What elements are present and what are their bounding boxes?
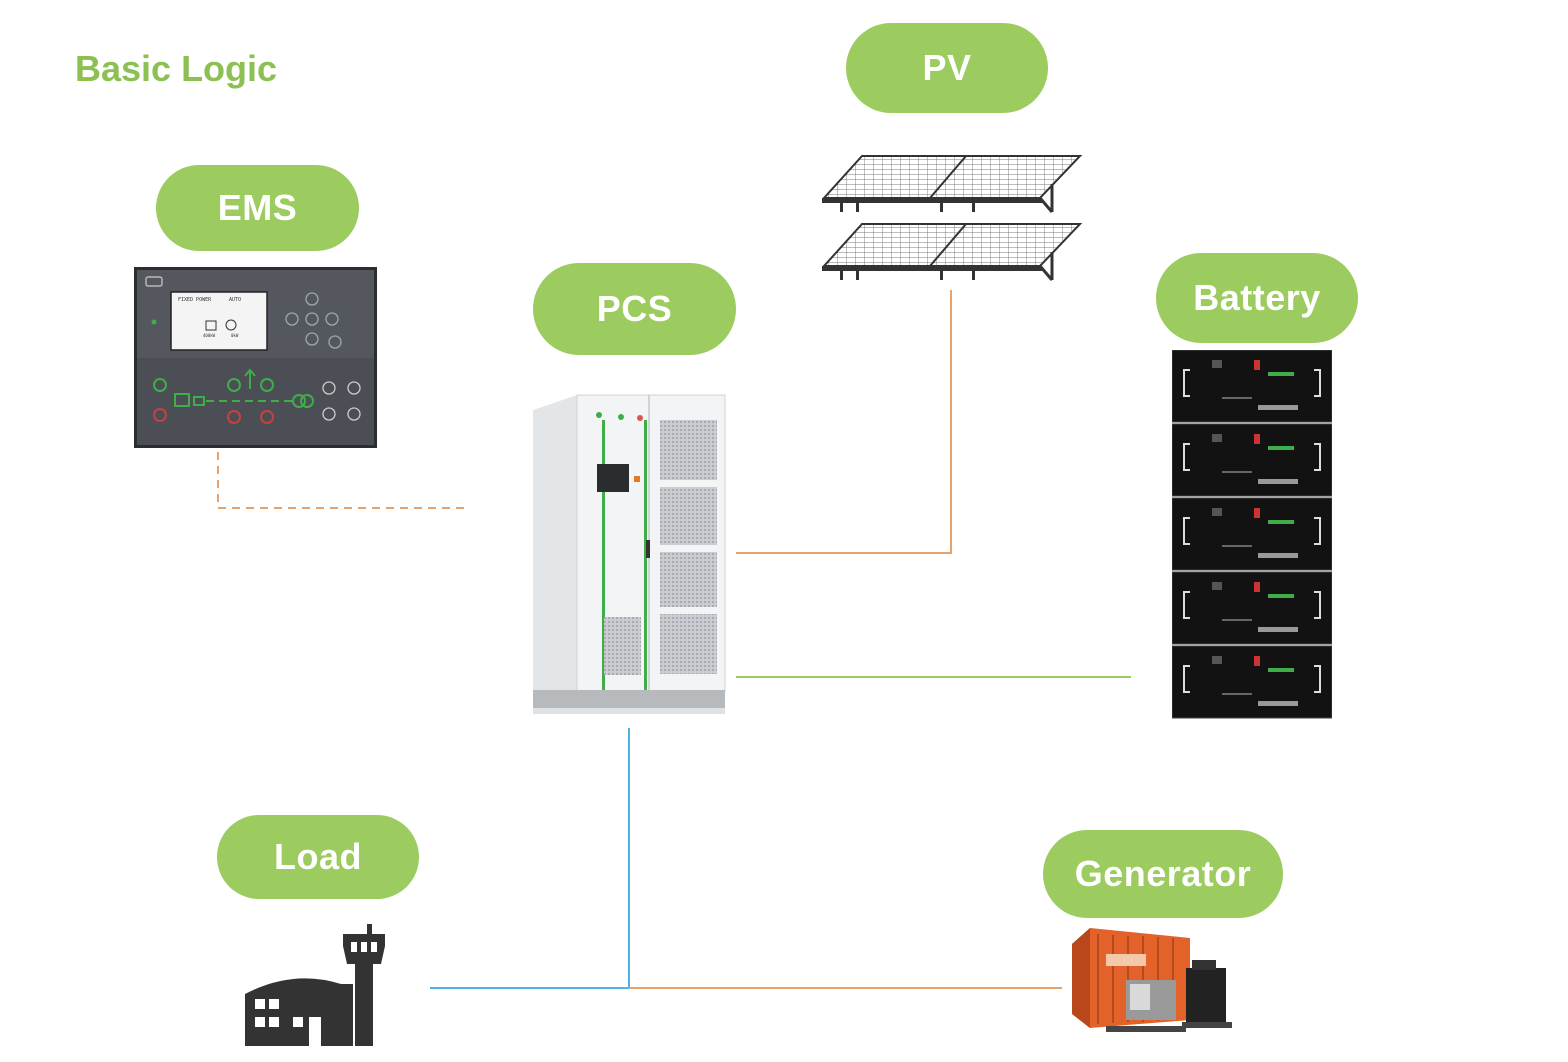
- generator-icon: [1072, 928, 1232, 1032]
- pcs-cabinet-icon: [533, 394, 726, 714]
- ems-controller-icon: FIXED POWER AUTO 400kW 0kW: [134, 267, 377, 448]
- ems-screen-line1: FIXED POWER: [178, 297, 212, 303]
- generator-label: Generator: [1043, 830, 1283, 918]
- load-label: Load: [217, 815, 419, 899]
- pv-label: PV: [846, 23, 1048, 113]
- ems-screen-right-value: 0kW: [231, 333, 239, 338]
- ems-screen-line2: AUTO: [229, 297, 242, 303]
- ems-pcs-link: [217, 452, 468, 509]
- factory-icon: [245, 924, 385, 1046]
- ems-screen-left-value: 400kW: [203, 333, 216, 338]
- pv-panels-icon: [821, 155, 1083, 281]
- page-title: Basic Logic: [75, 48, 278, 89]
- pcs-label: PCS: [533, 263, 736, 355]
- battery-label: Battery: [1156, 253, 1358, 343]
- ems-label: EMS: [156, 165, 359, 251]
- battery-rack-icon: [1172, 350, 1332, 719]
- pv-pcs-link: [736, 290, 952, 554]
